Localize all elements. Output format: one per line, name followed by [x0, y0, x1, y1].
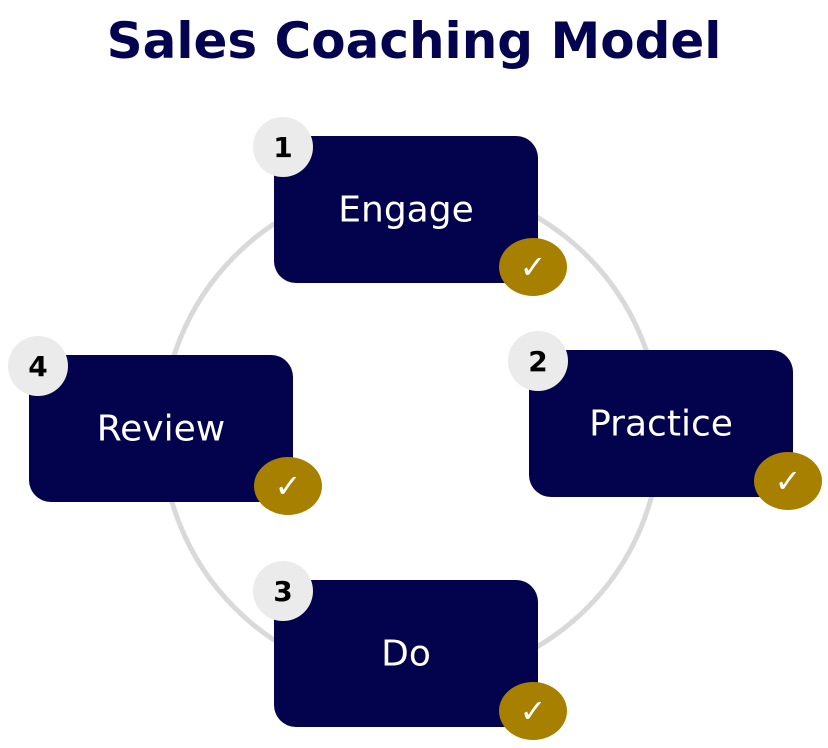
step-label: Do	[381, 633, 431, 674]
step-number: 3	[253, 561, 313, 621]
step-label: Engage	[338, 189, 474, 230]
step-practice: Practice 2 ✓	[508, 331, 822, 510]
check-icon: ✓	[754, 452, 822, 510]
check-icon: ✓	[499, 682, 567, 740]
step-label: Review	[96, 408, 226, 449]
step-number: 4	[8, 336, 68, 396]
step-number: 1	[253, 117, 313, 177]
check-icon: ✓	[254, 457, 322, 515]
step-label: Practice	[589, 403, 733, 444]
step-engage: Engage 1 ✓	[253, 117, 567, 296]
step-number: 2	[508, 331, 568, 391]
page-title: Sales Coaching Model	[106, 12, 722, 70]
step-do: Do 3 ✓	[253, 561, 567, 740]
step-review: Review 4 ✓	[8, 336, 322, 515]
check-icon: ✓	[499, 238, 567, 296]
